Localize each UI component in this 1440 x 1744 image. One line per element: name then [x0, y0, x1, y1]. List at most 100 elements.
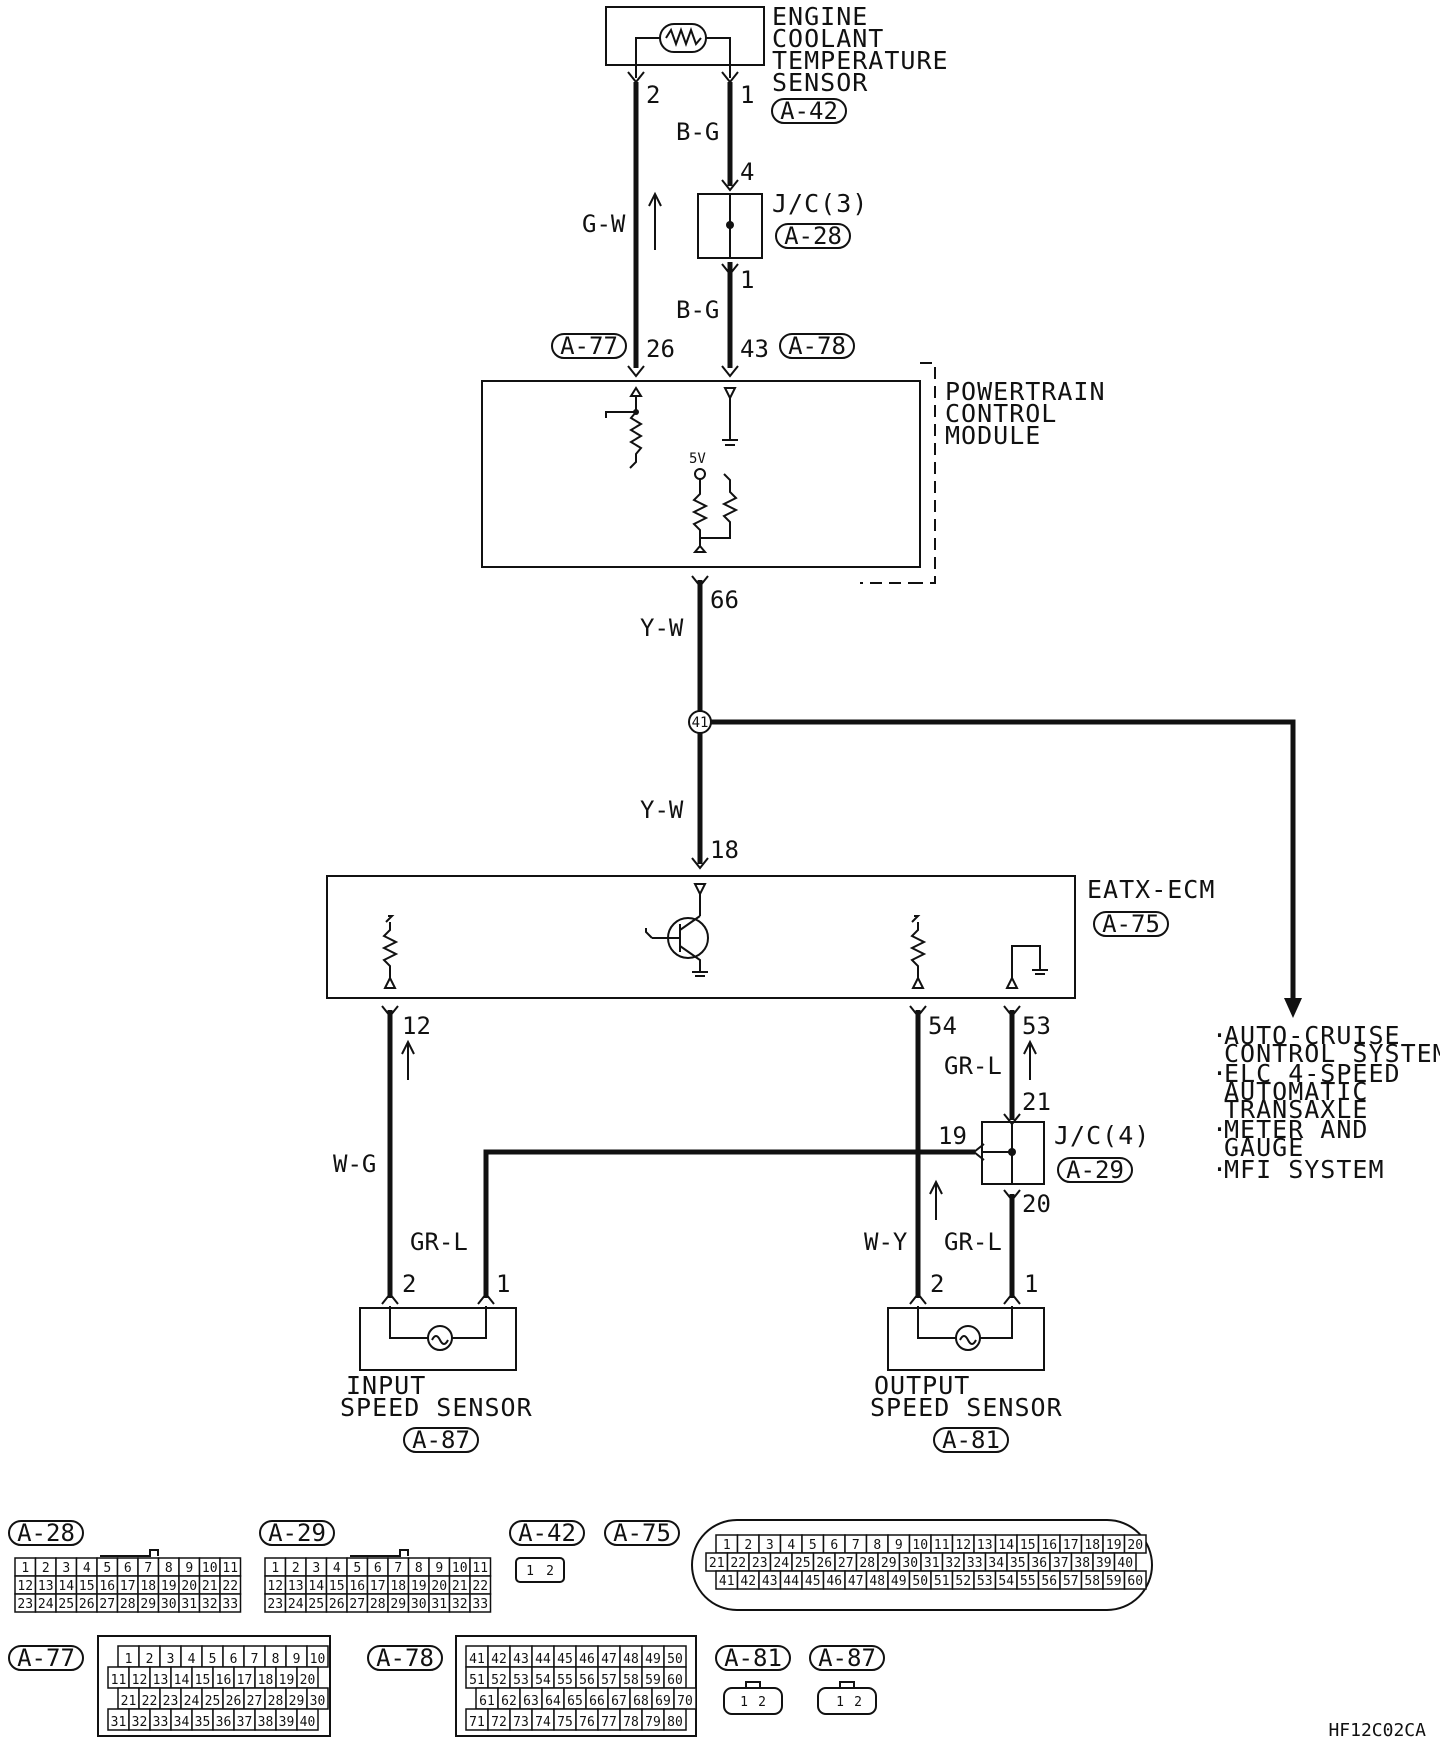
- a78-pin-number: 42: [491, 1652, 507, 1667]
- output-speed-sensor: OUTPUT SPEED SENSOR A-81: [870, 1306, 1062, 1454]
- a29-pin-number: 7: [394, 1561, 402, 1576]
- a75-pin-number: 13: [977, 1538, 993, 1553]
- a75-pin-number: 53: [977, 1574, 993, 1589]
- a78-pin-number: 70: [677, 1694, 693, 1709]
- wire-label-gr-l-output: GR-L: [944, 1228, 1002, 1256]
- jc3-pin-1: 1: [740, 266, 754, 294]
- pcm-pin26-inner-terminal: [629, 386, 643, 397]
- a77-pin-number: 36: [216, 1715, 232, 1730]
- eatx-name: EATX-ECM: [1087, 875, 1215, 904]
- a28-pin-number: 8: [165, 1561, 173, 1576]
- a28-pin-number: 31: [181, 1597, 197, 1612]
- a77-pin-number: 24: [184, 1694, 200, 1709]
- a29-pin-number: 24: [288, 1597, 304, 1612]
- pcm-dashed-outline: [860, 362, 936, 584]
- jc3-connector-badge: [775, 223, 851, 249]
- a75-pin-number: 10: [912, 1538, 928, 1553]
- jc4-pin-20: 20: [1022, 1190, 1051, 1218]
- a75-pin-number: 47: [848, 1574, 864, 1589]
- a78-pin-number: 52: [491, 1673, 507, 1688]
- a78-pin-number: 72: [491, 1715, 507, 1730]
- pcm-pin-26: 26: [646, 335, 675, 363]
- a75-pin-number: 5: [809, 1538, 817, 1553]
- pcm-5v-resistor-icon: [691, 479, 709, 553]
- a77-pin-number: 5: [209, 1652, 217, 1667]
- a29-pin-cell: [469, 1593, 492, 1613]
- a28-pin-cell: [219, 1593, 242, 1613]
- a29-badge: [259, 1520, 335, 1546]
- jc4-name: J/C(4): [1054, 1121, 1150, 1150]
- a29-pin-number: 33: [472, 1597, 488, 1612]
- ac-generator-icon: [427, 1325, 453, 1351]
- ac-wave-icon-output: [959, 1335, 977, 1345]
- a29-pin-number: 29: [390, 1597, 406, 1612]
- eatx-ecm: EATX-ECM A-75: [326, 875, 1215, 999]
- a29-pin-number: 1: [271, 1561, 279, 1576]
- a75-pin-number: 42: [740, 1574, 756, 1589]
- a77-pin-number: 21: [121, 1694, 137, 1709]
- a28-pin-number: 12: [17, 1579, 33, 1594]
- a78-pin-number: 57: [601, 1673, 617, 1688]
- a28-pin-number: 10: [202, 1561, 218, 1576]
- input-sensor-body: [359, 1307, 517, 1371]
- a78-pin-number: 61: [479, 1694, 495, 1709]
- ect-name-line-3: TEMPERATURE: [772, 46, 949, 75]
- wire-label-g-w: G-W: [582, 210, 626, 238]
- a29-pin-number: 26: [329, 1597, 345, 1612]
- ect-name-line-1: ENGINE: [772, 2, 868, 31]
- a77-pin-number: 40: [300, 1715, 316, 1730]
- ect-pin-terminals: [627, 71, 739, 84]
- a75-pin-number: 15: [1020, 1538, 1036, 1553]
- a75-pin-number: 48: [869, 1574, 885, 1589]
- a78-pin-number: 74: [535, 1715, 551, 1730]
- jc3-node: [726, 221, 734, 229]
- pcm-input-terminals: [627, 365, 739, 378]
- a75-pin-number: 37: [1053, 1556, 1069, 1571]
- a28-pin-number: 23: [17, 1597, 33, 1612]
- system-line-6: METER AND: [1224, 1115, 1368, 1144]
- powertrain-control-module: POWERTRAIN CONTROL MODULE 5V: [481, 362, 1106, 584]
- wire-label-w-y: W-Y: [864, 1228, 908, 1256]
- a29-pin-number: 21: [452, 1579, 468, 1594]
- system-line-1: AUTO-CRUISE: [1224, 1021, 1401, 1050]
- a87-pin-2: 2: [854, 1695, 862, 1710]
- pcm-5v-terminal: [694, 468, 706, 480]
- a78-pin-number: 44: [535, 1652, 551, 1667]
- a28-pin-number: 7: [144, 1561, 152, 1576]
- junction-connector-4: J/C(4) A-29: [981, 1121, 1150, 1185]
- a77-label: A-77: [17, 1644, 75, 1672]
- arrow-down-icon: [1284, 998, 1302, 1018]
- a77-pin-number: 11: [111, 1673, 127, 1688]
- eatx-pullup-54-icon: [909, 915, 927, 989]
- a78-pin-number: 64: [545, 1694, 561, 1709]
- a78-pin-number: 59: [645, 1673, 661, 1688]
- a78-pin-number: 66: [589, 1694, 605, 1709]
- a78-pin-number: 53: [513, 1673, 529, 1688]
- a75-pin-number: 32: [945, 1556, 961, 1571]
- transistor-base-input: [645, 928, 653, 939]
- a78-pin-number: 60: [667, 1673, 683, 1688]
- a77-pin-number: 8: [272, 1652, 280, 1667]
- a77-pin-number: 28: [268, 1694, 284, 1709]
- a75-pin-number: 14: [998, 1538, 1014, 1553]
- a28-pin-number: 20: [181, 1579, 197, 1594]
- pcm-name-line-1: POWERTRAIN: [945, 377, 1106, 406]
- a77-badge: [8, 1645, 84, 1671]
- pcm-name-line-3: MODULE: [945, 421, 1041, 450]
- a75-pin-number: 7: [852, 1538, 860, 1553]
- transistor-leads: [652, 915, 708, 977]
- a78-pin-number: 51: [469, 1673, 485, 1688]
- a77-shell: [97, 1635, 331, 1737]
- a78-pin-number: 75: [557, 1715, 573, 1730]
- a42-label: A-42: [518, 1519, 576, 1547]
- a77-pin-number: 29: [289, 1694, 305, 1709]
- a77-pin-number: 2: [146, 1652, 154, 1667]
- a28-pin-number: 2: [42, 1561, 50, 1576]
- a78-pin-number: 80: [667, 1715, 683, 1730]
- a78-pin-number: 46: [579, 1652, 595, 1667]
- eatx-pullup-12-icon: [381, 915, 399, 989]
- pcm-connector-a77: A-77: [560, 332, 618, 360]
- a78-badge: [367, 1645, 443, 1671]
